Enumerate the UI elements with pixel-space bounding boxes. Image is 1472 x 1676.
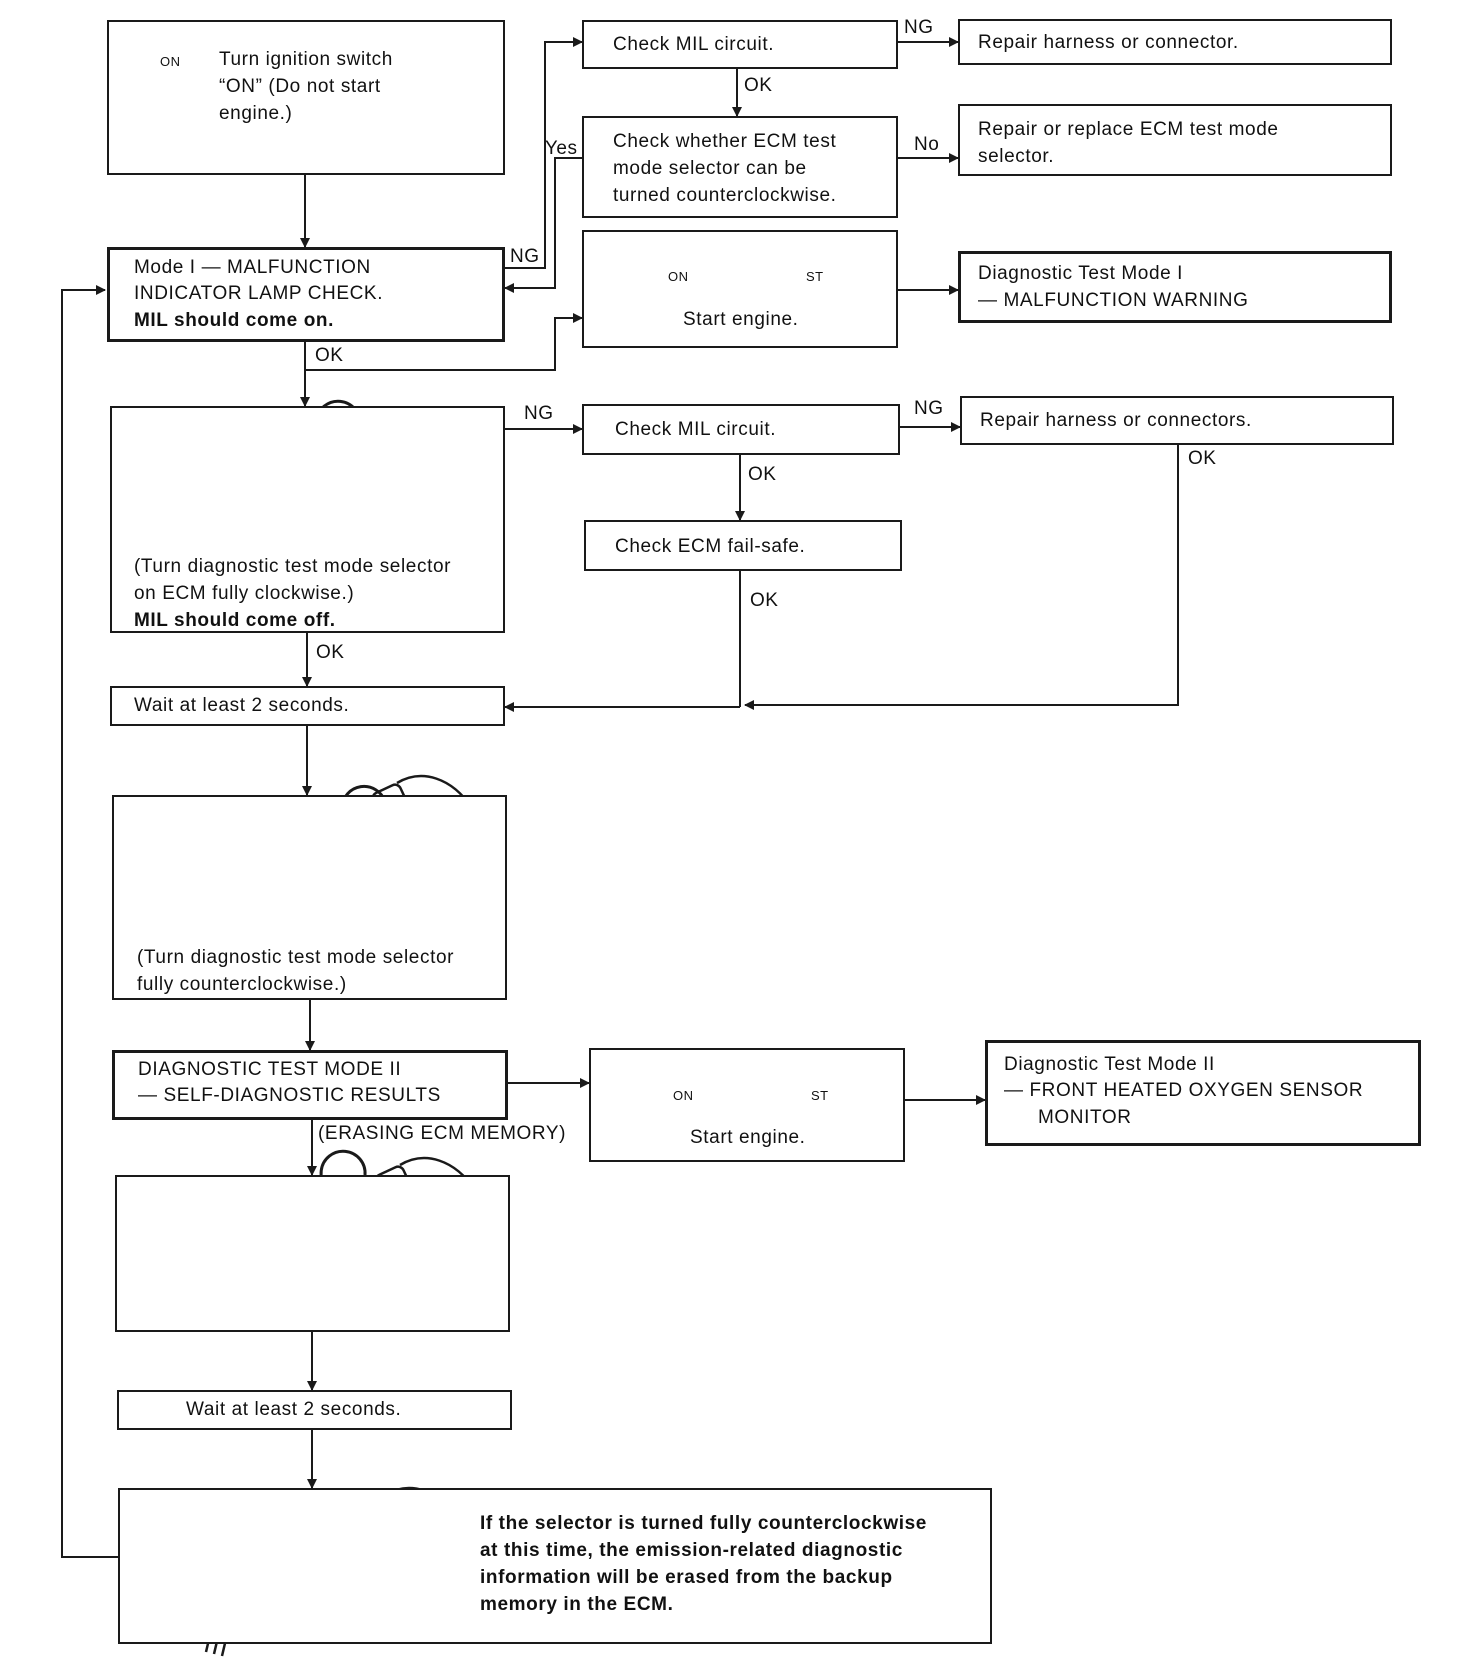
- check-failsafe-box: [584, 520, 902, 571]
- repair-harness-connectors-box: [960, 396, 1394, 445]
- erase-note-text-3: information will be erased from the back…: [480, 1567, 893, 1588]
- key-on-label-start: ON: [160, 54, 181, 69]
- mode1-text-2: INDICATOR LAMP CHECK.: [134, 283, 384, 304]
- mode2-text-2: — SELF-DIAGNOSTIC RESULTS: [138, 1085, 441, 1106]
- wait-text-1: Wait at least 2 seconds.: [134, 695, 350, 716]
- ok-label-check-mil-2: OK: [748, 464, 777, 485]
- key-st-label-1: ST: [806, 269, 824, 284]
- start-engine-text-1: Start engine.: [683, 309, 799, 330]
- check-selector-box: [582, 116, 898, 218]
- check-mil-text-2: Check MIL circuit.: [615, 419, 777, 440]
- ok-label-cw: OK: [316, 642, 345, 663]
- no-label: No: [914, 134, 940, 155]
- check-selector-text-2: mode selector can be: [613, 158, 807, 179]
- mode1-warning-box: [958, 251, 1392, 323]
- check-selector-text-1: Check whether ECM test: [613, 131, 837, 152]
- check-mil-box-2: [582, 404, 900, 455]
- check-mil-text-1: Check MIL circuit.: [613, 34, 775, 55]
- arrow-mode1-ok-to-start-engine: [305, 313, 583, 371]
- turn-cw-text-2: on ECM fully clockwise.): [134, 583, 355, 604]
- arrow-final-loop-to-mode1: [61, 285, 118, 1558]
- turn-cw-text-1: (Turn diagnostic test mode selector: [134, 556, 452, 577]
- ok-label-repair: OK: [1188, 448, 1217, 469]
- repair-selector-text-1: Repair or replace ECM test mode: [978, 119, 1279, 140]
- key-on-label-2: ON: [673, 1088, 694, 1103]
- repair-selector-box: [958, 104, 1392, 176]
- start-engine-text-2: Start engine.: [690, 1127, 806, 1148]
- ok-label-check-mil-1: OK: [744, 75, 773, 96]
- mode1-box: [107, 247, 505, 342]
- mode1-text-1: Mode I — MALFUNCTION: [134, 257, 371, 278]
- key-on-label-1: ON: [668, 269, 689, 284]
- wait-box-1: [110, 686, 505, 726]
- wait-box-2: [117, 1390, 512, 1430]
- ng-label-check-mil-1: NG: [904, 17, 934, 38]
- check-selector-text-3: turned counterclockwise.: [613, 185, 837, 206]
- ok-label-mode1: OK: [315, 345, 344, 366]
- final-box: [118, 1488, 992, 1644]
- repair-harness-text: Repair harness or connector.: [978, 32, 1239, 53]
- check-mil-box-1: [582, 20, 898, 69]
- arrow-repair-ok-down: [744, 445, 1179, 710]
- check-failsafe-text: Check ECM fail-safe.: [615, 536, 806, 557]
- wait-text-2: Wait at least 2 seconds.: [186, 1399, 402, 1420]
- ng-label-check-mil-2: NG: [914, 398, 944, 419]
- mode1-text-3: MIL should come on.: [134, 310, 334, 331]
- mode2-o2-text-1: Diagnostic Test Mode II: [1004, 1054, 1215, 1075]
- erase-note-text-4: memory in the ECM.: [480, 1594, 674, 1615]
- turn-ccw-box: [112, 795, 507, 1000]
- repair-harness-box: [958, 19, 1392, 65]
- start-box: [107, 20, 505, 175]
- start-engine-box-1: [582, 230, 898, 348]
- key-st-label-2: ST: [811, 1088, 829, 1103]
- ng-label-cw: NG: [524, 403, 554, 424]
- turn-ccw-text-1: (Turn diagnostic test mode selector: [137, 947, 455, 968]
- yes-label: Yes: [545, 138, 578, 159]
- turn-cw-box: [110, 406, 505, 633]
- mode2-o2-text-3: MONITOR: [1038, 1107, 1132, 1128]
- ng-label-mode1: NG: [510, 246, 540, 267]
- mode1-warning-text-2: — MALFUNCTION WARNING: [978, 290, 1249, 311]
- turn-ccw-text-2: fully counterclockwise.): [137, 974, 347, 995]
- turn-cw-text-3: MIL should come off.: [134, 610, 336, 631]
- repair-selector-text-2: selector.: [978, 146, 1055, 167]
- arrow-selector-yes-to-mode1: [504, 157, 582, 293]
- mode2-o2-text-2: — FRONT HEATED OXYGEN SENSOR: [1004, 1080, 1364, 1101]
- start-text-2: “ON” (Do not start: [219, 76, 381, 97]
- start-engine-box-2: [589, 1048, 905, 1162]
- erase-note-text-2: at this time, the emission-related diagn…: [480, 1540, 903, 1561]
- mode2-box: [112, 1050, 508, 1120]
- repair-harness-connectors-text: Repair harness or connectors.: [980, 410, 1252, 431]
- mode1-warning-text-1: Diagnostic Test Mode I: [978, 263, 1184, 284]
- start-text-1: Turn ignition switch: [219, 49, 393, 70]
- mode2-text-1: DIAGNOSTIC TEST MODE II: [138, 1059, 402, 1080]
- erase-note-text-1: If the selector is turned fully counterc…: [480, 1513, 927, 1534]
- arrow-mode1-ng-to-check-mil: [505, 37, 583, 269]
- ok-label-failsafe: OK: [750, 590, 779, 611]
- start-text-3: engine.): [219, 103, 293, 124]
- erase-illustration-box: [115, 1175, 510, 1332]
- mode2-o2-box: [985, 1040, 1421, 1146]
- erasing-label: (ERASING ECM MEMORY): [318, 1123, 567, 1144]
